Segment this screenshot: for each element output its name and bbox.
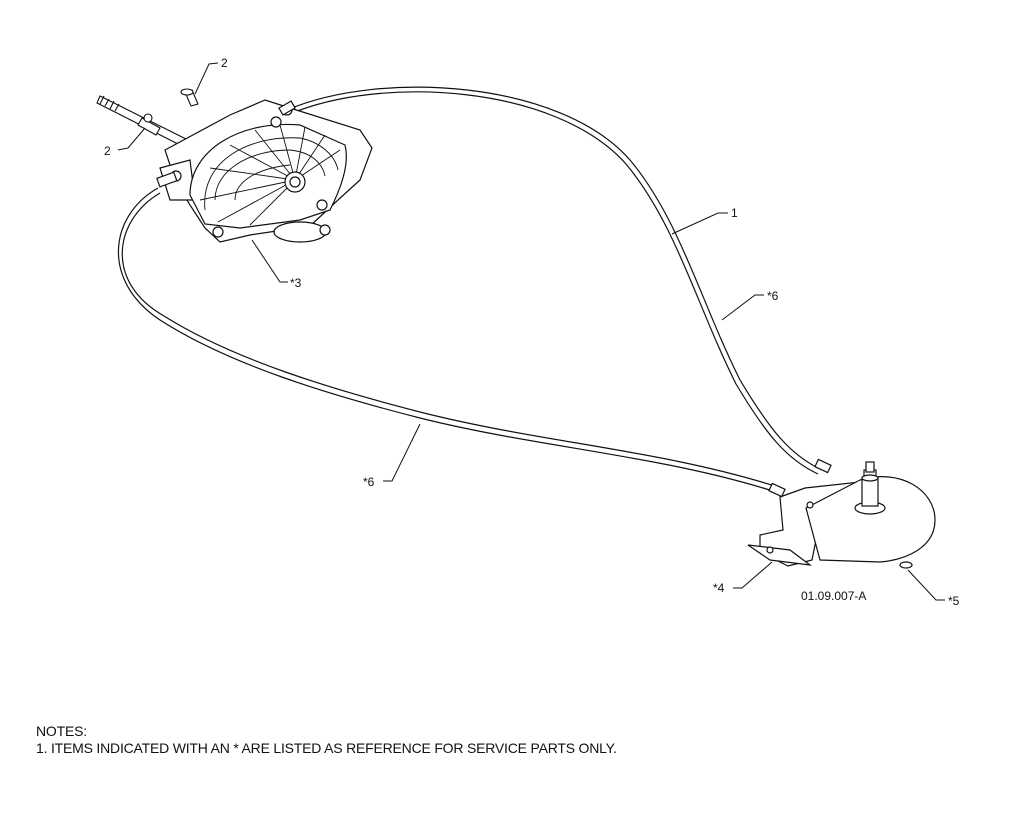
shift-plate-assembly — [156, 99, 373, 243]
shaft-assembly — [96, 88, 199, 148]
callout-4: *4 — [713, 581, 725, 595]
callout-6-right: *6 — [767, 289, 779, 303]
callout-3: *3 — [290, 276, 302, 290]
notes-section: NOTES: 1. ITEMS INDICATED WITH AN * ARE … — [36, 723, 617, 757]
cable-assembly — [117, 86, 823, 493]
callout-2-top: 2 — [221, 56, 228, 70]
drawing-number: 01.09.007-A — [801, 589, 866, 603]
notes-heading: NOTES: — [36, 723, 87, 739]
bracket-assembly — [747, 458, 936, 569]
note-item: 1. ITEMS INDICATED WITH AN * ARE LISTED … — [36, 740, 617, 756]
callout-1: 1 — [731, 206, 738, 220]
leader-lines — [117, 62, 945, 601]
callout-5: *5 — [948, 594, 960, 608]
callout-6-bottom: *6 — [363, 475, 375, 489]
parts-diagram: 2 2 *3 1 *6 *6 *4 01.09.007-A *5 — [96, 56, 960, 608]
callout-2-left: 2 — [104, 144, 111, 158]
